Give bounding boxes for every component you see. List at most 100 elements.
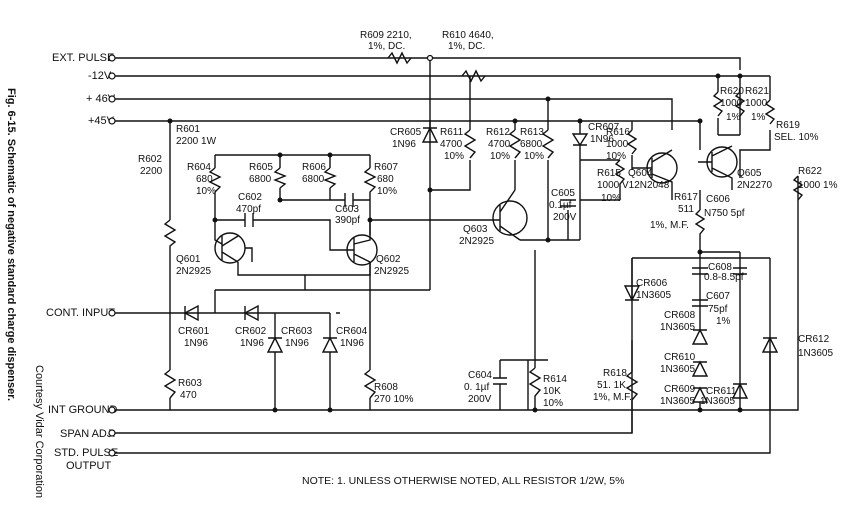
wire-int-ground (112, 176, 799, 411)
svg-text:R611: R611 (440, 127, 464, 138)
svg-text:Q602: Q602 (376, 254, 401, 265)
wire-plus-46v (112, 98, 673, 130)
svg-text:1N96: 1N96 (340, 338, 364, 349)
svg-text:1%: 1% (726, 112, 741, 123)
svg-text:200V: 200V (468, 394, 492, 405)
svg-text:R615: R615 (597, 168, 621, 179)
svg-text:1N3605: 1N3605 (660, 364, 695, 375)
cr608-sym (691, 328, 709, 345)
r618-zig (625, 340, 639, 433)
svg-text:1N96: 1N96 (240, 338, 264, 349)
bus-span-adj: SPAN ADJ. (60, 428, 115, 440)
svg-text:R612: R612 (486, 127, 510, 138)
svg-text:CR601: CR601 (178, 326, 210, 337)
svg-text:Q603: Q603 (463, 224, 488, 235)
svg-text:SEL. 10%: SEL. 10% (774, 132, 819, 143)
bus-ext-pulse: EXT. PULSE (52, 52, 114, 64)
wire-std-pulse (112, 258, 771, 454)
component-labels: R601 2200 1W R602 2200 R604 680 10% R605… (138, 86, 838, 409)
svg-text:R605: R605 (249, 162, 273, 173)
svg-text:10%: 10% (606, 151, 626, 162)
bus-std-pulse-output: OUTPUT (66, 460, 112, 472)
svg-text:51. 1K: 51. 1K (597, 380, 626, 391)
svg-text:1%: 1% (751, 112, 766, 123)
svg-text:1%, DC.: 1%, DC. (368, 41, 405, 52)
svg-text:1N3605: 1N3605 (660, 322, 695, 333)
svg-text:CR612: CR612 (798, 334, 830, 345)
r621-zig (734, 91, 746, 117)
cr610-sym (691, 360, 709, 377)
svg-text:CR602: CR602 (235, 326, 267, 337)
svg-text:C606: C606 (706, 194, 730, 205)
svg-text:1N3605: 1N3605 (700, 396, 735, 407)
svg-text:511: 511 (678, 204, 694, 215)
r609: R609 2210, 1%, DC. (360, 30, 412, 65)
svg-text:V12N2048: V12N2048 (622, 180, 670, 191)
svg-text:C605: C605 (551, 188, 575, 199)
bus-int-ground: INT GROUND (48, 404, 118, 416)
svg-text:10%: 10% (444, 151, 464, 162)
svg-text:1N96: 1N96 (184, 338, 208, 349)
c606-plates (692, 258, 708, 330)
svg-text:1%, DC.: 1%, DC. (448, 41, 485, 52)
svg-text:CR604: CR604 (336, 326, 368, 337)
svg-text:1N3605: 1N3605 (798, 348, 833, 359)
svg-text:2N2925: 2N2925 (176, 266, 211, 277)
r605-zig (273, 167, 287, 189)
svg-text:390pf: 390pf (335, 215, 360, 226)
svg-text:1%, M.F.: 1%, M.F. (650, 220, 689, 231)
cr611-sym (731, 382, 749, 399)
q601-body (214, 232, 246, 264)
r604-zig (208, 167, 222, 198)
svg-text:2N2925: 2N2925 (459, 236, 494, 247)
svg-text:1000: 1000 (745, 98, 768, 109)
r608-zig (363, 262, 377, 410)
left-section (163, 54, 495, 410)
svg-text:1%, M.F.: 1%, M.F. (593, 392, 632, 403)
q603-body (492, 200, 528, 236)
svg-text:C607: C607 (706, 291, 730, 302)
svg-text:1000: 1000 (606, 139, 629, 150)
svg-text:N750 5pf: N750 5pf (704, 208, 745, 219)
svg-text:6800: 6800 (520, 139, 543, 150)
svg-text:CR610: CR610 (664, 352, 696, 363)
svg-text:R613: R613 (520, 127, 544, 138)
svg-text:10%: 10% (490, 151, 510, 162)
wire-ext-pulse (112, 57, 741, 70)
svg-text:R617: R617 (674, 192, 698, 203)
bus-plus-45v: +45V (88, 115, 115, 127)
svg-text:1N3605: 1N3605 (660, 396, 695, 407)
svg-text:C603: C603 (335, 204, 359, 215)
svg-text:2200 1W: 2200 1W (176, 136, 217, 147)
c603-plates (344, 193, 354, 207)
svg-text:10%: 10% (543, 398, 563, 409)
r622-zig (792, 175, 804, 201)
cr601-sym (183, 304, 199, 322)
r610: R610 4640, 1%, DC. (442, 30, 494, 83)
svg-text:CR611: CR611 (706, 386, 737, 397)
svg-text:1N96: 1N96 (590, 134, 614, 145)
svg-text:10%: 10% (601, 193, 621, 204)
svg-text:470: 470 (180, 390, 197, 401)
middle-section (421, 76, 770, 433)
svg-text:C602: C602 (238, 192, 262, 203)
figure-caption: Fig. 6-15. Schematic of negative standar… (5, 88, 17, 401)
c604-plates (493, 359, 548, 410)
svg-text:10K: 10K (543, 386, 561, 397)
bus-minus-12v: -12V (88, 70, 112, 82)
svg-text:R609 2210,: R609 2210, (360, 30, 412, 41)
bus-labels: EXT. PULSE -12V + 46V +45V CONT. INPUT I… (46, 52, 118, 472)
svg-text:2N2270: 2N2270 (737, 180, 772, 191)
svg-text:CR606: CR606 (636, 278, 668, 289)
svg-text:R621: R621 (745, 86, 769, 97)
svg-text:CR605: CR605 (390, 127, 422, 138)
svg-text:CR607: CR607 (588, 122, 620, 133)
r617-zig (694, 190, 706, 258)
svg-text:10%: 10% (196, 186, 216, 197)
svg-text:0.1µf: 0.1µf (549, 200, 572, 211)
bus-std-pulse: STD. PULSE (54, 447, 118, 459)
svg-text:R616: R616 (606, 127, 630, 138)
r603-zig (163, 369, 177, 399)
svg-text:R607: R607 (374, 162, 398, 173)
svg-text:1000: 1000 (597, 180, 620, 191)
